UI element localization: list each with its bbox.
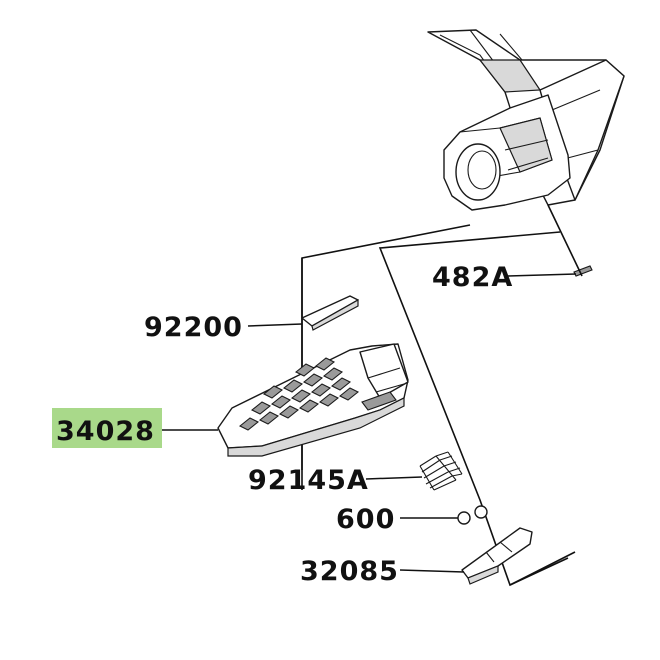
label-92145A: 92145A — [248, 465, 369, 496]
spring-part — [419, 451, 463, 491]
label-600: 600 — [336, 504, 395, 535]
footpeg-part — [217, 343, 409, 457]
pin-part — [301, 295, 359, 331]
label-92200: 92200 — [144, 312, 243, 343]
label-482A: 482A — [432, 262, 513, 293]
label-34028: 34028 — [56, 416, 155, 447]
frame-bracket — [427, 29, 625, 277]
plate-part — [461, 527, 533, 585]
footpeg-grip-pattern — [238, 357, 360, 431]
highlight-box — [52, 408, 162, 448]
leader-lines — [162, 273, 577, 573]
label-32085: 32085 — [300, 556, 399, 587]
ball-part — [457, 505, 488, 525]
